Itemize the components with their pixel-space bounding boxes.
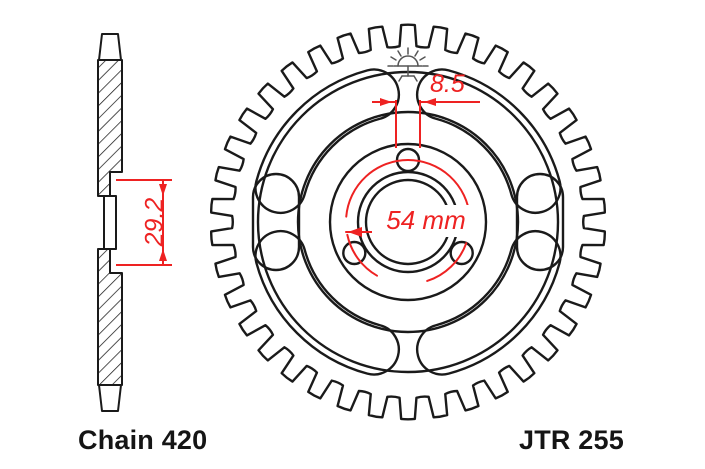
kidney-slot-3 xyxy=(254,229,401,376)
foot-left xyxy=(398,75,403,82)
front-face-view xyxy=(210,23,606,421)
chain-size-label: Chain 420 xyxy=(78,425,208,455)
arrow-head-top xyxy=(159,184,167,196)
dimension-thickness-29-2: 29.2 xyxy=(116,179,172,266)
dimension-bolt-circle-54mm: 54 mm xyxy=(345,159,480,282)
sun-dome xyxy=(397,55,419,67)
bolt-hole-2 xyxy=(449,240,474,266)
ray-e xyxy=(419,56,426,61)
label-backdrop xyxy=(372,205,480,237)
dimension-value-bolt-circle: 54 mm xyxy=(386,205,465,235)
bolt-circle-arc-upper xyxy=(345,159,471,218)
kidney-slot-4 xyxy=(254,68,401,215)
arrow-head-bottom xyxy=(159,249,167,261)
tooth-outer-profile xyxy=(210,23,606,421)
ray-w xyxy=(390,56,397,61)
foot-right xyxy=(413,75,418,82)
stadium-slot-1 xyxy=(515,172,565,272)
ray-ne xyxy=(414,50,419,57)
sun-burst-icon xyxy=(387,47,429,82)
ray-nw xyxy=(397,50,402,57)
hub-inner-circle xyxy=(328,142,488,302)
kidney-slot-2 xyxy=(415,229,562,376)
bolt-hole-3 xyxy=(342,240,367,266)
side-tooth-tip-bottom xyxy=(98,384,122,412)
lightening-slot-group xyxy=(251,68,565,376)
arrow-head-left xyxy=(380,98,392,106)
bolt-circle-arc-lower-left xyxy=(346,233,378,277)
dimension-bolt-hole-8-5: 8.5 xyxy=(372,70,480,148)
arrow-head-left xyxy=(348,227,362,237)
arrow-head-right xyxy=(424,98,436,106)
stadium-slot-2 xyxy=(251,172,301,272)
part-number-label: JTR 255 xyxy=(519,425,624,455)
side-tooth-tip-top xyxy=(98,33,122,61)
dimension-value-thickness: 29.2 xyxy=(141,198,169,248)
bolt-circle-arc-lower-right xyxy=(426,242,468,282)
kidney-slot-1 xyxy=(415,68,562,215)
dimension-value-bolt-hole: 8.5 xyxy=(430,70,465,98)
